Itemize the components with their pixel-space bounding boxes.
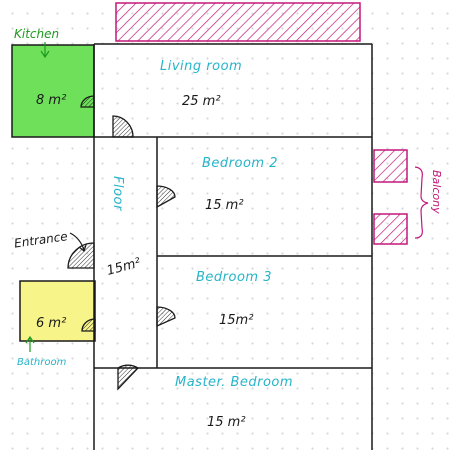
bathroom-area: 6 m² xyxy=(36,316,66,331)
door-living-room xyxy=(112,115,134,138)
bedroom2-area: 15 m² xyxy=(205,198,244,213)
top-balcony xyxy=(115,2,361,42)
walls xyxy=(93,43,373,450)
door-entrance xyxy=(67,242,95,269)
living-room-area: 25 m² xyxy=(182,94,221,109)
doors xyxy=(67,95,176,391)
door-kitchen xyxy=(80,95,95,108)
kitchen-arrow xyxy=(40,42,50,59)
floor-area: 15m² xyxy=(105,255,142,278)
balcony-label: Balcony xyxy=(430,170,443,214)
right-balcony-upper xyxy=(373,149,408,183)
kitchen-label: Kitchen xyxy=(14,27,59,41)
door-bedroom2 xyxy=(156,185,176,209)
bathroom-arrow xyxy=(25,335,35,352)
door-bathroom xyxy=(81,318,96,332)
door-bedroom3 xyxy=(156,306,176,328)
bedroom3-label: Bedroom 3 xyxy=(196,270,272,285)
master-bedroom-label: Master. Bedroom xyxy=(175,375,293,390)
entrance-arrow xyxy=(69,232,87,253)
bedroom3-area: 15m² xyxy=(219,313,253,328)
master-bedroom-area: 15 m² xyxy=(207,415,246,430)
bathroom-room xyxy=(19,280,96,342)
floor-label: Floor xyxy=(110,176,125,212)
kitchen-room xyxy=(11,44,95,138)
kitchen-area: 8 m² xyxy=(36,93,66,108)
balcony-brace xyxy=(414,166,429,239)
bedroom2-label: Bedroom 2 xyxy=(202,156,278,171)
bathroom-label: Bathroom xyxy=(17,357,67,368)
arrows xyxy=(25,42,87,352)
door-master-bedroom xyxy=(117,364,140,391)
right-balcony-lower xyxy=(373,213,408,245)
entrance-label: Entrance xyxy=(13,229,68,250)
living-room-label: Living room xyxy=(160,59,242,74)
